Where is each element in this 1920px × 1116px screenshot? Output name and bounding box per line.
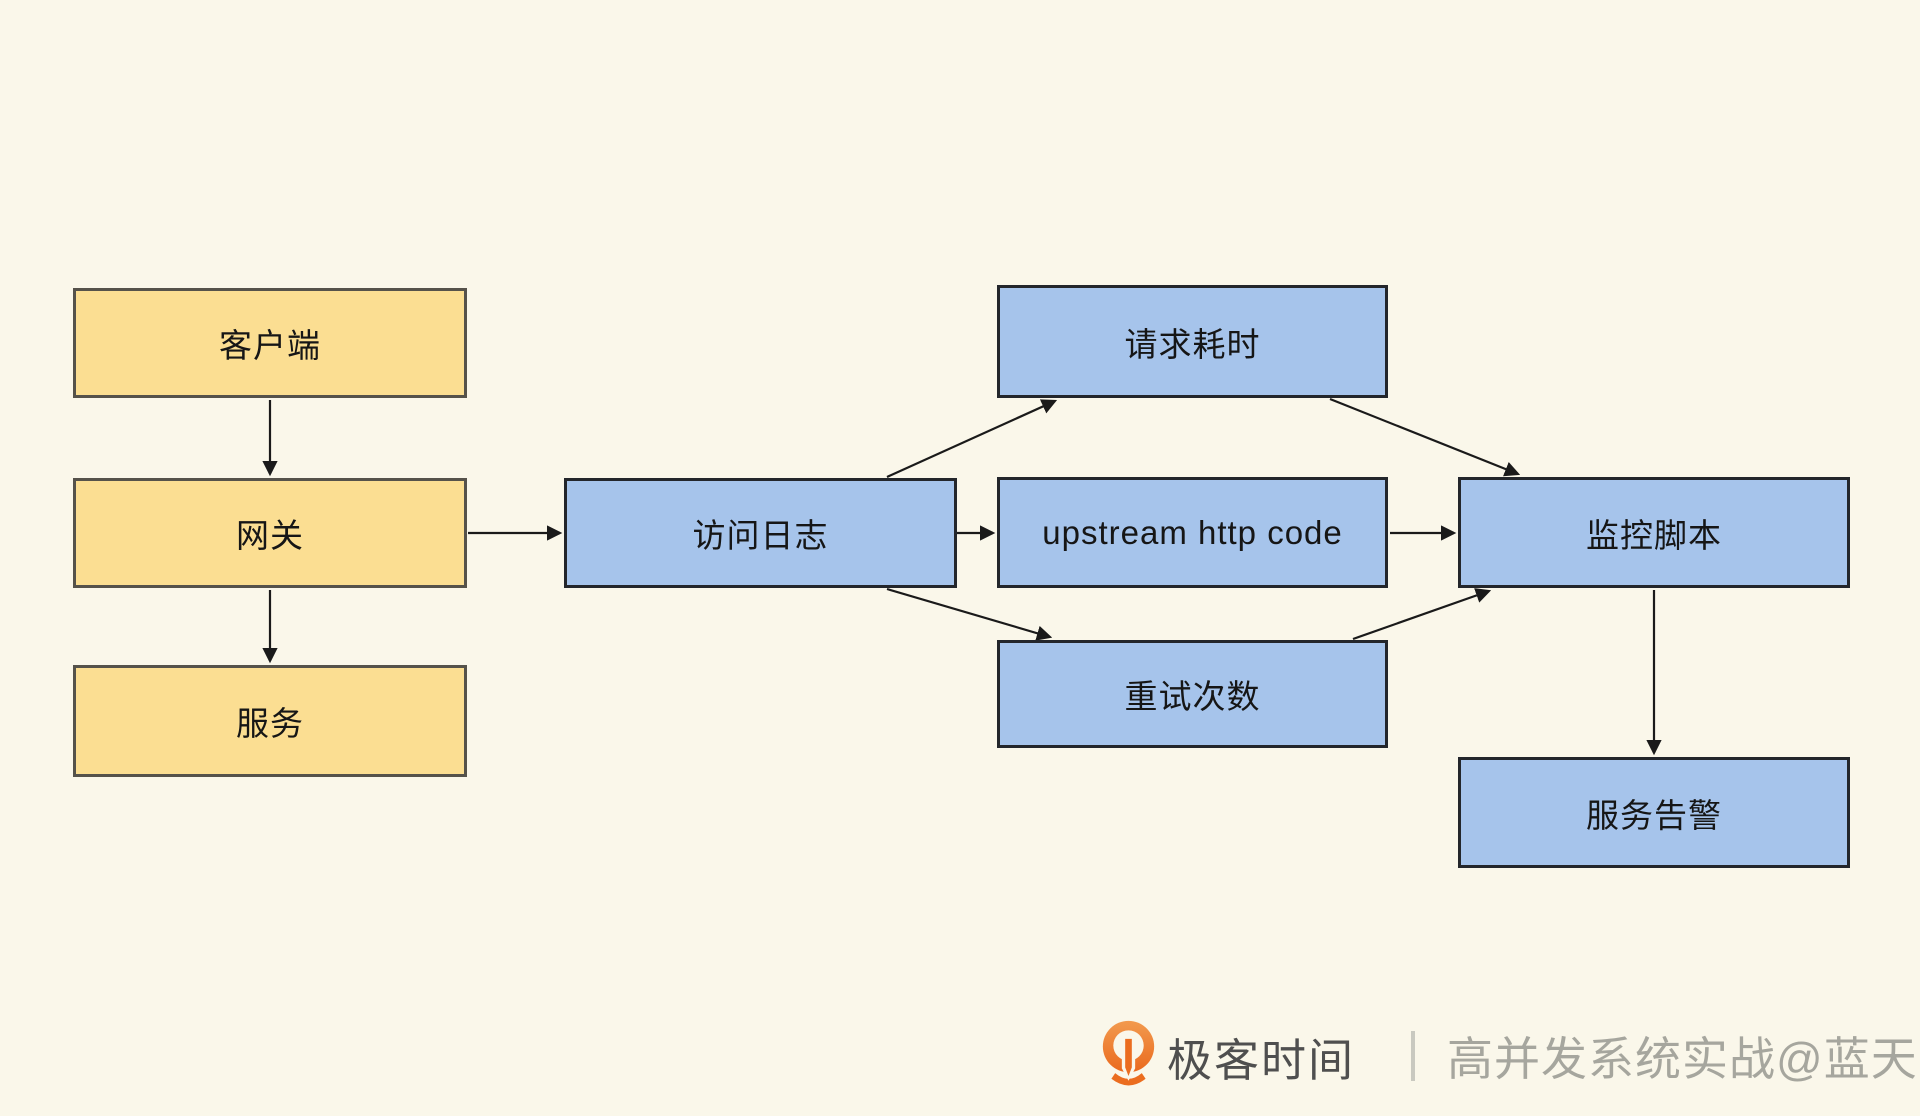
node-service: 服务 xyxy=(73,665,467,777)
node-service-alarm: 服务告警 xyxy=(1458,757,1850,868)
branding-bar: 极客时间 高并发系统实战@蓝天 xyxy=(1100,1016,1918,1096)
edge-reqtime-monitor xyxy=(1329,397,1521,477)
edge-accesslog-retry xyxy=(886,587,1053,641)
node-gateway: 网关 xyxy=(73,478,467,588)
node-request-time: 请求耗时 xyxy=(997,285,1388,398)
branding-divider xyxy=(1411,1031,1416,1081)
node-upstream-http-code: upstream http code xyxy=(997,477,1388,588)
geektime-logo-text: 极客时间 xyxy=(1167,1034,1356,1086)
geektime-logo-icon xyxy=(1102,1020,1155,1086)
node-client: 客户端 xyxy=(73,288,467,398)
node-monitor-script: 监控脚本 xyxy=(1458,477,1850,588)
node-access-log: 访问日志 xyxy=(564,478,957,588)
watermark-text: 高并发系统实战@蓝天 xyxy=(1447,1033,1918,1085)
edge-accesslog-reqtime xyxy=(886,399,1058,479)
node-retry-count: 重试次数 xyxy=(997,640,1388,748)
edge-retry-monitor xyxy=(1352,588,1492,641)
